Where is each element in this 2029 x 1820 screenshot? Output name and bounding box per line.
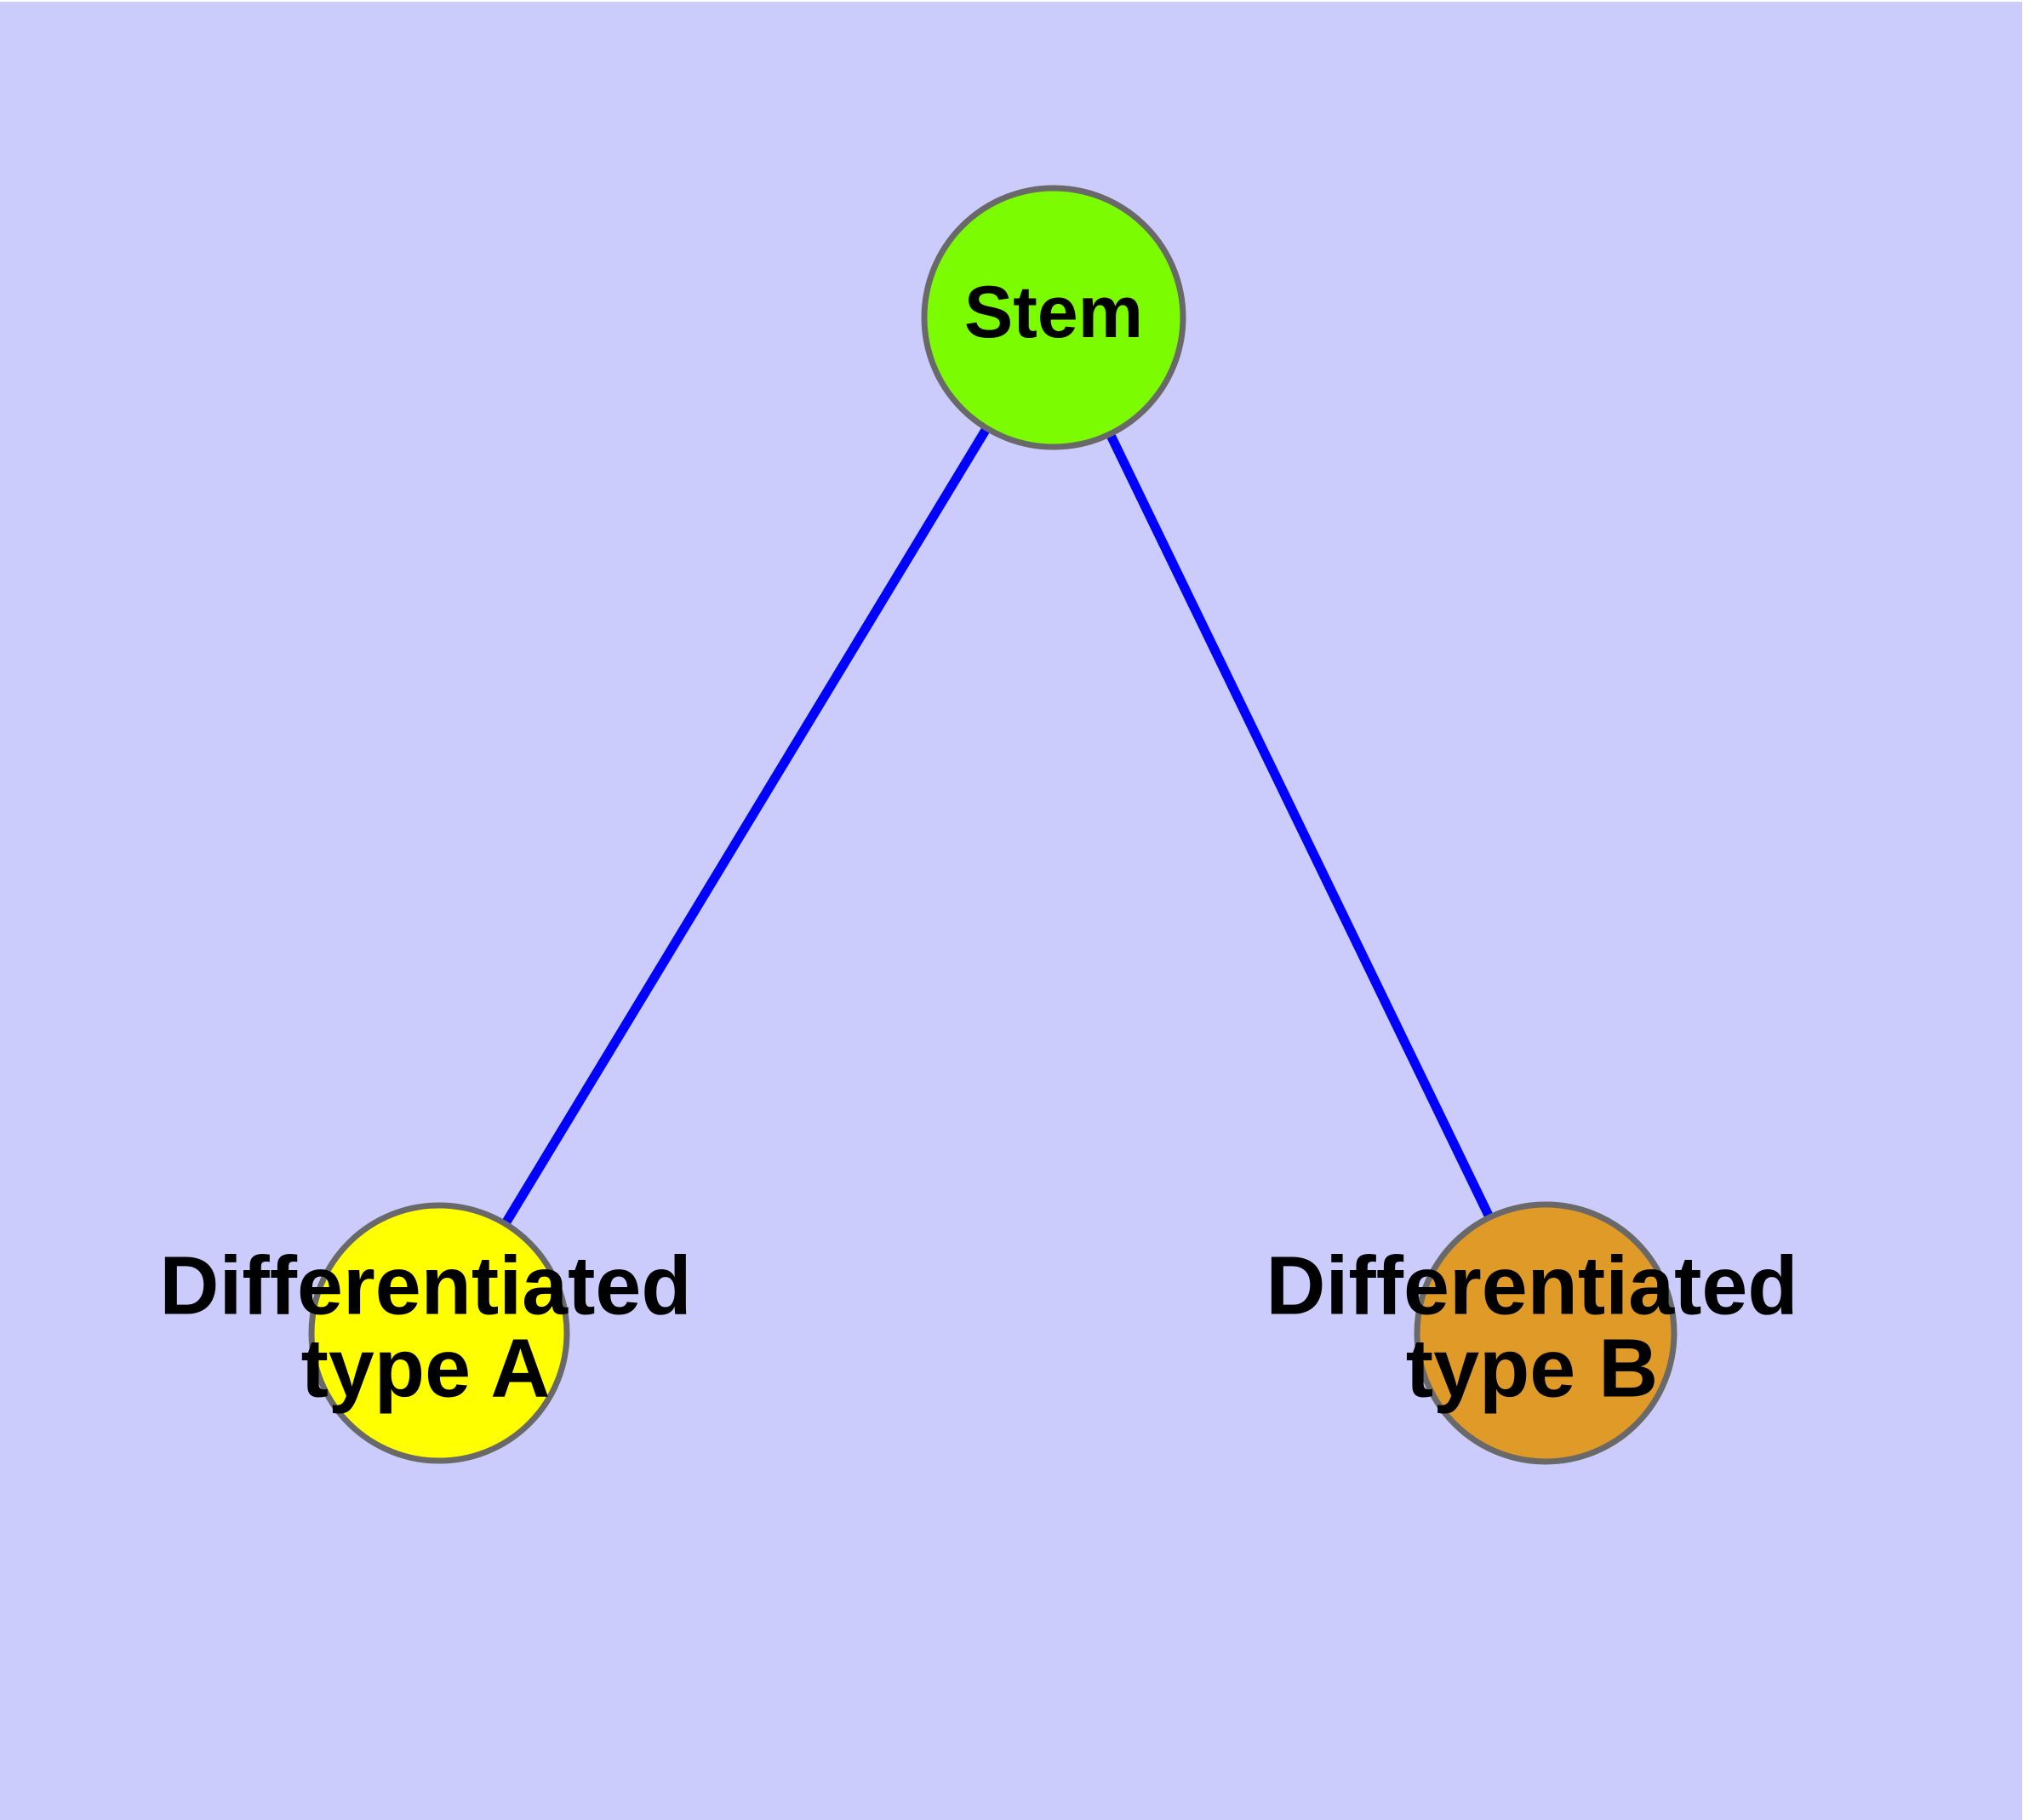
- node-label-line: type A: [301, 1321, 551, 1414]
- node-diff-b[interactable]: [1414, 1201, 1677, 1465]
- nodes-layer: [308, 185, 1677, 1465]
- node-diff-a[interactable]: [308, 1202, 570, 1464]
- edges-layer: [435, 315, 1550, 1336]
- node-label-stem: Stem: [964, 272, 1143, 353]
- node-label-line: type B: [1406, 1321, 1658, 1414]
- node-label-line: Differentiated: [1266, 1239, 1798, 1331]
- node-stem[interactable]: [921, 185, 1186, 450]
- node-label-line: Stem: [964, 272, 1143, 353]
- edge-stem-to-diff-b[interactable]: [1049, 315, 1550, 1336]
- node-label-line: Differentiated: [159, 1239, 691, 1331]
- edge-stem-to-diff-a[interactable]: [435, 315, 1058, 1336]
